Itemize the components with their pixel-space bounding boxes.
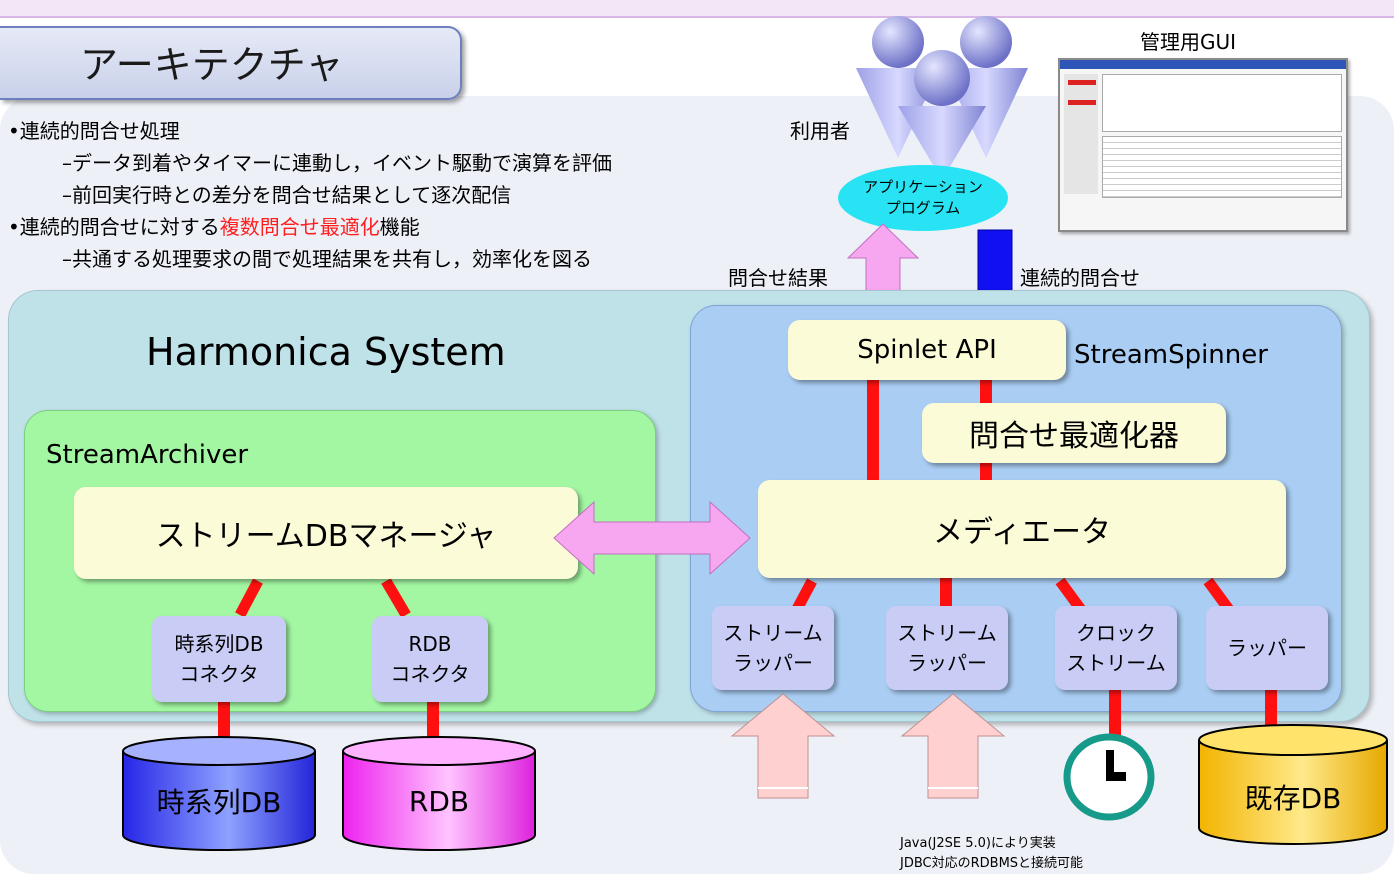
sub-bullet-event-driven: –データ到着やタイマーに連動し，イベント駆動で演算を評価	[62, 151, 612, 175]
rdb-cylinder	[342, 736, 536, 851]
existing-db-cylinder	[1198, 724, 1388, 845]
harmonica-title: Harmonica System	[146, 330, 506, 374]
bullet-multi-query-opt: •連続的問合せに対する複数問合せ最適化機能	[8, 211, 420, 243]
continuous-query-label: 連続的問合せ	[1020, 266, 1140, 290]
query-result-label: 問合せ結果	[728, 266, 828, 290]
existing-db-label: 既存DB	[1244, 782, 1342, 815]
query-optimizer-box: 問合せ最適化器	[922, 403, 1226, 463]
connector-line	[940, 578, 952, 606]
bullet-text-end: 機能	[379, 215, 420, 239]
stream-input-arrow-1	[730, 693, 836, 799]
sub-bullet-sharing: –共通する処理要求の間で処理結果を共有し，効率化を図る	[62, 247, 592, 271]
connector-line	[867, 380, 879, 482]
timeseries-db-label: 時系列DB	[156, 786, 282, 819]
clock-stream-box: クロック ストリーム	[1055, 606, 1177, 690]
application-program: アプリケーション プログラム	[838, 165, 1008, 231]
page-title: アーキテクチャ	[80, 43, 344, 87]
stream-db-manager-box: ストリームDBマネージャ	[74, 487, 578, 579]
top-banner	[0, 0, 1394, 18]
streamspinner-title: StreamSpinner	[1074, 340, 1268, 370]
users-label: 利用者	[790, 119, 850, 143]
admin-gui-screenshot	[1058, 58, 1348, 232]
bullet-text: •連続的問合せに対する	[8, 215, 220, 239]
sub-bullet-diff-delivery: –前回実行時との差分を問合せ結果として逐次配信	[62, 183, 512, 207]
jdbc-note: JDBC対応のRDBMSと接続可能	[900, 856, 1084, 871]
implementation-note: Java(J2SE 5.0)により実装	[900, 836, 1056, 851]
stream-wrapper-2: ストリーム ラッパー	[886, 606, 1008, 690]
stream-wrapper-1: ストリーム ラッパー	[712, 606, 834, 690]
stream-input-arrow-2	[900, 693, 1006, 799]
connector-links	[235, 578, 411, 618]
spinlet-api-box: Spinlet API	[788, 320, 1066, 380]
clock-icon	[1063, 733, 1155, 821]
title-tab	[0, 26, 462, 100]
bidirectional-arrow	[553, 500, 751, 576]
rdb-label: RDB	[408, 784, 470, 818]
timeseries-db-connector: 時系列DB コネクタ	[152, 616, 286, 702]
rdb-connector: RDB コネクタ	[372, 616, 488, 702]
users-icon	[856, 16, 1028, 180]
bullet-continuous-query: •連続的問合せ処理	[8, 119, 180, 143]
wrapper-box: ラッパー	[1206, 606, 1328, 690]
timeseries-db-cylinder	[122, 736, 316, 851]
admin-gui-label: 管理用GUI	[1140, 30, 1237, 54]
streamarchiver-title: StreamArchiver	[46, 440, 249, 470]
highlight-text: 複数問合せ最適化	[219, 215, 380, 239]
mediator-box: メディエータ	[758, 480, 1286, 578]
